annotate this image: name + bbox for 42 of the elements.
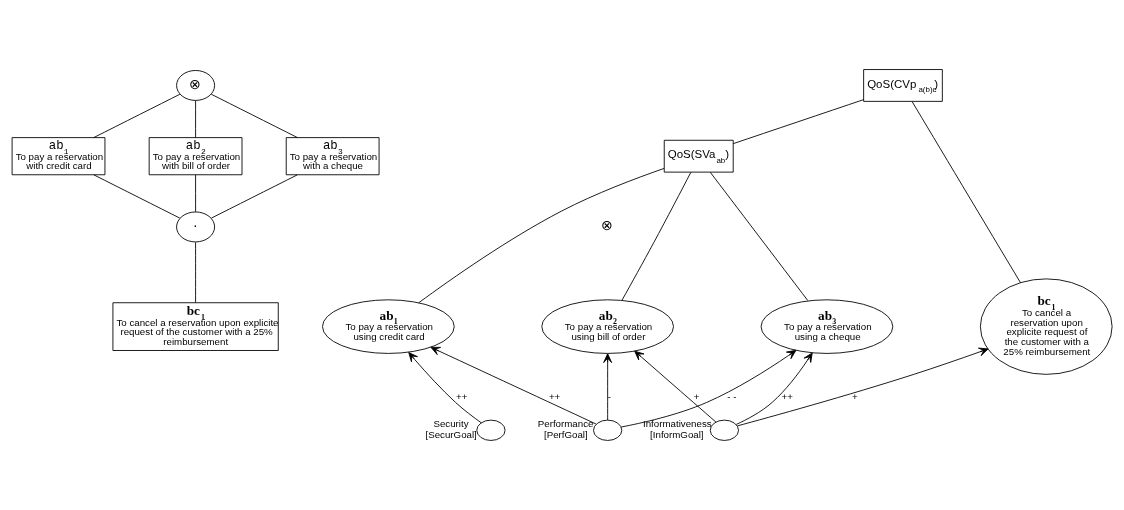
arrow [603, 353, 613, 421]
connector [195, 174, 197, 213]
node-box: bc$_{1}$ To cancel a reservation upon explicite request of the customer with a 25% reimbursement [112, 302, 279, 351]
arrow [408, 352, 482, 424]
node-ellipse: · [176, 211, 216, 243]
connector [732, 99, 865, 145]
arrow [735, 352, 813, 425]
connector [911, 101, 1021, 284]
connector [195, 100, 197, 139]
connector [93, 93, 181, 139]
edge-label: + [851, 390, 858, 402]
arrow [736, 347, 989, 427]
edge-label: - - [727, 390, 737, 402]
connector [210, 174, 298, 219]
connector [621, 171, 692, 301]
node-label: Security [SecurGoal] [425, 418, 477, 440]
edge-label: ++ [548, 390, 561, 402]
connector [195, 241, 197, 303]
node-box: ab$_{3}$ To pay a reservation with a cheque [285, 137, 380, 176]
node-box: QoS(SVa$_{ab}$) [663, 139, 734, 173]
node-circle [476, 419, 506, 441]
edge-label: ++ [781, 390, 793, 402]
label: ⊗ [601, 217, 614, 234]
connector [210, 93, 298, 139]
node-ellipse: ab$_{3}$ To pay a reservation using a cheque [760, 299, 894, 354]
edge-label: - [607, 390, 612, 402]
node-label: Performance [PerfGoal] [537, 418, 594, 440]
node-box: QoS(CVp$_{a(b)c}$) [863, 69, 943, 102]
arrow [634, 350, 717, 423]
node-ellipse: ⊗ [176, 70, 216, 101]
node-ellipse: ab$_{2}$ To pay a reservation using bill of order [541, 299, 674, 354]
connector [709, 171, 809, 302]
node-circle [593, 419, 623, 441]
connector [93, 174, 181, 219]
connector [418, 168, 665, 304]
edge-label: ++ [456, 390, 468, 402]
edge-label: + [693, 390, 700, 402]
arrow [620, 349, 797, 428]
node-label: Informativeness [InformGoal] [643, 418, 712, 440]
arrow [430, 346, 597, 425]
node-box: ab$_{1}$ To pay a reservation with credit card [11, 137, 106, 176]
node-box: ab$_{2}$ To pay a reservation with bill of order [148, 137, 243, 176]
